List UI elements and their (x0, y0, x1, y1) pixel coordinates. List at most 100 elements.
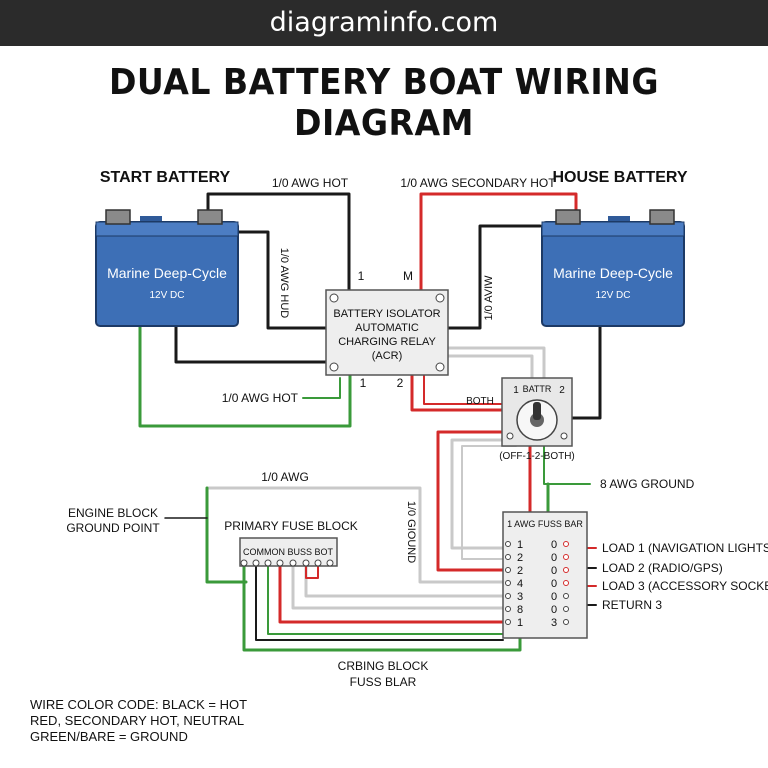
return-3: RETURN 3 (602, 598, 662, 612)
screw-icon (329, 293, 339, 303)
legend-line-2: RED, SECONDARY HOT, NEUTRAL (30, 713, 245, 728)
screw-icon (435, 293, 445, 303)
engine-ground-line-1: ENGINE BLOCK (68, 506, 158, 520)
screw-icon (506, 432, 514, 440)
primary-fuse-block: COMMON BUSS BOT (239, 537, 338, 567)
start-battery-heading: START BATTERY (100, 169, 231, 186)
page-title: DUAL BATTERY BOAT WIRING DIAGRAM (108, 62, 660, 144)
fuse-bar-terminal (505, 619, 511, 625)
wire-neutral-switch-bar (450, 438, 512, 550)
wire-label-top-secondary: 1/0 AWG SECONDARY HOT (400, 176, 556, 190)
fuse-bar-terminal (563, 593, 569, 599)
battery-switch[interactable]: BATTR 1 2 BOTH (466, 377, 573, 447)
house-terminal-pos (555, 209, 581, 225)
acr-line-1: BATTERY ISOLATOR (333, 308, 440, 320)
wire-secondary-acr-switch-2 (423, 374, 503, 405)
wire-black-start-loop (174, 323, 328, 364)
fuse-bar-terminal (563, 541, 569, 547)
house-battery-volt: 12V DC (595, 290, 630, 301)
wire-neutral-switch-bar-2 (461, 445, 517, 560)
wire-awg-loop (205, 486, 505, 584)
wire-fuse-4 (278, 564, 505, 624)
switch-pos-1: 1 (513, 385, 519, 396)
fuse-bus-label: COMMON BUSS BOT (243, 547, 334, 557)
legend-line-3: GREEN/BARE = GROUND (30, 729, 188, 744)
fuse-bar-row-right: 0 (551, 539, 557, 551)
switch-label: BATTR (523, 384, 552, 394)
fuse-bar-row-left: 2 (517, 552, 523, 564)
bus-terminal (276, 559, 284, 567)
wire-hot-acr-house (446, 224, 542, 330)
wire-ground-engine (205, 486, 248, 584)
fuse-bar-terminal (563, 554, 569, 560)
wire-label-top-hot: 1/0 AWG HOT (272, 176, 349, 190)
wire-hot-house-switch (570, 323, 602, 420)
fuse-bar-terminal (563, 567, 569, 573)
fuse-bar-row-right: 0 (551, 604, 557, 616)
load-2: LOAD 2 (RADIO/GPS) (602, 561, 723, 575)
wire-label-awg: 1/0 AWG (261, 470, 309, 484)
screw-icon (435, 362, 445, 372)
wire-secondary-switch-bar (436, 430, 507, 572)
fuse-bar-row-left: 1 (517, 617, 523, 629)
wire-label-8awg-ground: 8 AWG GROUND (600, 477, 695, 491)
screw-icon (329, 362, 339, 372)
fuse-bar-terminal (505, 593, 511, 599)
wire-label-right-vertical: 1/0 AVIW (483, 275, 495, 321)
wire-label-ground-vertical: 1/0 GIOUND (405, 501, 417, 563)
load-1: LOAD 1 (NAVIGATION LIGHTS) (602, 541, 768, 555)
wire-ground-8awg (543, 445, 591, 485)
screw-icon (560, 432, 568, 440)
bus-terminal (252, 559, 260, 567)
house-battery: Marine Deep-Cycle 12V DC (541, 209, 685, 327)
fuse-bar-terminal (505, 580, 511, 586)
bus-terminal (314, 559, 322, 567)
fuse-bar-terminal (505, 606, 511, 612)
wire-hot-start-top (206, 192, 351, 292)
wire-fuse-5 (291, 564, 505, 610)
fuse-bar-terminal (505, 567, 511, 573)
acr-line-4: (ACR) (372, 350, 403, 362)
bottom-caption-2: FUSS BLAR (350, 675, 417, 689)
legend-line-1: WIRE COLOR CODE: BLACK = HOT (30, 697, 248, 712)
fuse-bar-terminal (505, 554, 511, 560)
acr-terminal-1: 1 (358, 269, 365, 283)
switch-pos-2: 2 (559, 385, 565, 396)
fuse-bar-row-right: 0 (551, 552, 557, 564)
switch-knob[interactable] (533, 402, 541, 420)
fuse-bar-row-left: 2 (517, 565, 523, 577)
switch-caption: (OFF-1-2-BOTH) (499, 451, 575, 462)
fuse-bar-row-right: 0 (551, 591, 557, 603)
house-battery-heading: HOUSE BATTERY (552, 169, 687, 186)
bus-terminal (289, 559, 297, 567)
acr-line-3: CHARGING RELAY (338, 336, 436, 348)
wire-hot-start-acr (220, 230, 328, 330)
wire-bus-loop (305, 565, 319, 579)
house-battery-label: Marine Deep-Cycle (553, 265, 673, 281)
start-battery: Marine Deep-Cycle 12V DC (95, 209, 239, 327)
acr-terminal-m: M (403, 269, 413, 283)
site-name: diagraminfo.com (269, 7, 499, 38)
wire-fuse-3 (267, 565, 504, 635)
bus-terminal (264, 559, 272, 567)
start-battery-volt: 12V DC (149, 290, 184, 301)
fuse-bar-title: 1 AWG FUSS BAR (507, 519, 583, 529)
fuse-bar-row-left: 8 (517, 604, 523, 616)
fuse-bar-row-left: 4 (517, 578, 523, 590)
fuse-bar-row-left: 1 (517, 539, 523, 551)
acr-terminal-b2: 2 (397, 376, 404, 390)
acr-box: BATTERY ISOLATOR AUTOMATIC CHARGING RELA… (325, 269, 449, 390)
acr-line-2: AUTOMATIC (355, 322, 419, 334)
fuse-bar-terminal (563, 619, 569, 625)
fuse-bar-row-left: 3 (517, 591, 523, 603)
wire-fuse-1 (242, 564, 522, 652)
fuse-bar-row-right: 0 (551, 578, 557, 590)
bus-terminal (326, 559, 334, 567)
fuse-bar-terminal (563, 606, 569, 612)
bottom-caption-1: CRBING BLOCK (338, 659, 429, 673)
acr-terminal-b1: 1 (360, 376, 367, 390)
wire-fuse-2 (255, 565, 504, 641)
fuse-bar-terminal (505, 541, 511, 547)
switch-both: BOTH (466, 396, 494, 407)
